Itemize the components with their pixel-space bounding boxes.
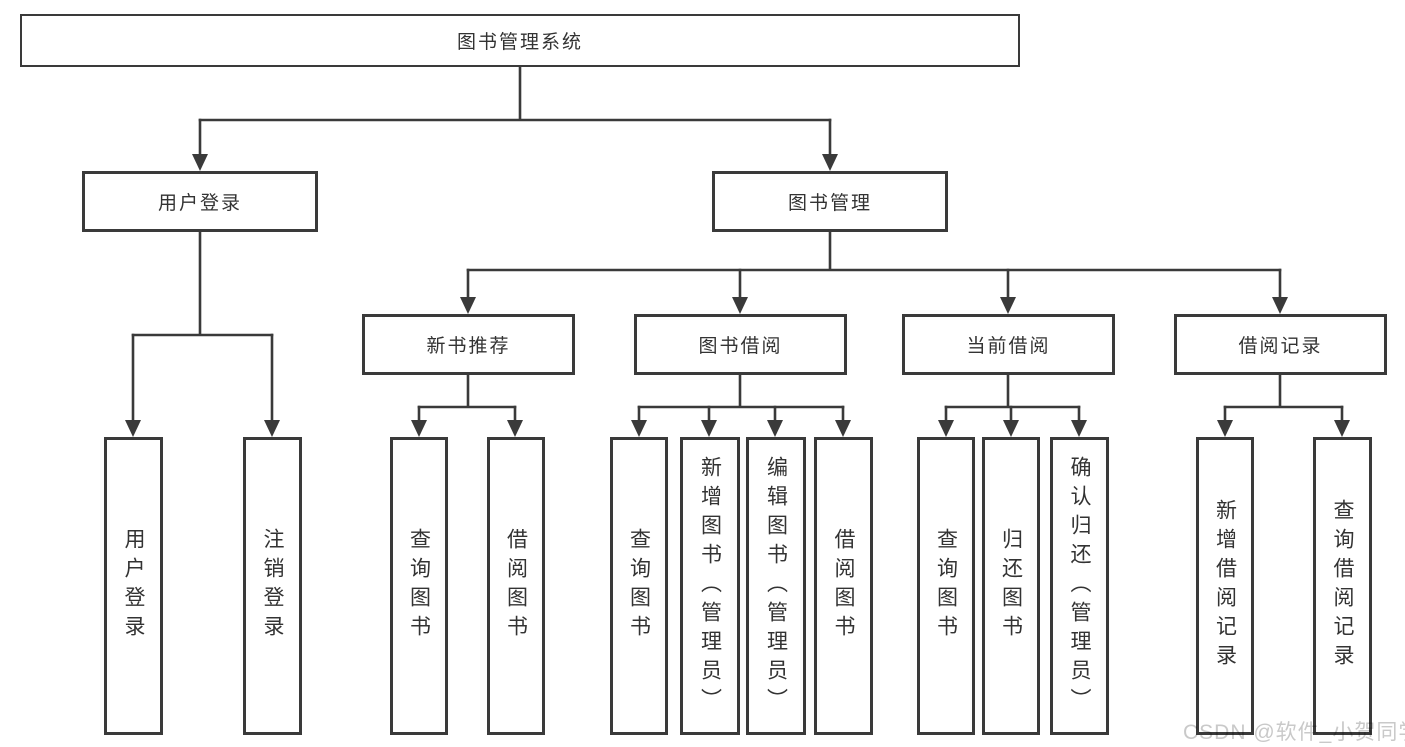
arrow-down-icon: [1334, 420, 1350, 437]
node-root: 图书管理系统: [20, 14, 1020, 67]
leaf-return-books: 归还图书: [982, 437, 1040, 735]
arrow-down-icon: [938, 420, 954, 437]
leaf-edit-books-admin: 编辑图书（管理员）: [746, 437, 806, 735]
node-new-book-recommend-label: 新书推荐: [426, 336, 511, 357]
node-book-management: 图书管理: [712, 171, 948, 232]
node-current-borrow: 当前借阅: [902, 314, 1115, 375]
leaf-query-books-borrow: 查询图书: [610, 437, 668, 735]
watermark: CSDN @软件_小贺同学: [1183, 721, 1405, 744]
arrow-down-icon: [460, 297, 476, 314]
node-book-borrow: 图书借阅: [634, 314, 847, 375]
leaf-add-books-admin: 新增图书（管理员）: [680, 437, 740, 735]
arrow-down-icon: [701, 420, 717, 437]
arrow-down-icon: [264, 420, 280, 437]
arrow-down-icon: [411, 420, 427, 437]
arrow-down-icon: [507, 420, 523, 437]
arrow-down-icon: [125, 420, 141, 437]
node-borrow-records: 借阅记录: [1174, 314, 1387, 375]
leaf-query-books-current: 查询图书: [917, 437, 975, 735]
arrow-down-icon: [1000, 297, 1016, 314]
leaf-label: 查询图书: [934, 528, 958, 644]
leaf-add-borrow-record: 新增借阅记录: [1196, 437, 1254, 735]
arrow-down-icon: [822, 154, 838, 171]
arrow-down-icon: [732, 297, 748, 314]
leaf-logout: 注销登录: [243, 437, 302, 735]
arrowheads: [125, 154, 1350, 437]
leaf-label: 用户登录: [122, 528, 145, 644]
arrow-down-icon: [767, 420, 783, 437]
leaf-label: 归还图书: [999, 528, 1023, 644]
leaf-label: 查询借阅记录: [1331, 499, 1354, 673]
node-book-borrow-label: 图书借阅: [698, 336, 783, 357]
leaf-label: 借阅图书: [504, 528, 528, 644]
arrow-down-icon: [1217, 420, 1233, 437]
node-current-borrow-label: 当前借阅: [966, 336, 1051, 357]
arrow-down-icon: [835, 420, 851, 437]
leaf-label: 新增借阅记录: [1213, 499, 1237, 673]
leaf-label: 新增图书（管理员）: [698, 455, 722, 717]
arrow-down-icon: [192, 154, 208, 171]
leaf-label: 查询图书: [407, 528, 431, 644]
arrow-down-icon: [1272, 297, 1288, 314]
leaf-label: 确认归还（管理员）: [1068, 455, 1091, 717]
leaf-label: 查询图书: [627, 528, 651, 644]
leaf-borrow-books-recommend: 借阅图书: [487, 437, 545, 735]
node-root-label: 图书管理系统: [456, 32, 583, 53]
leaf-user-login: 用户登录: [104, 437, 163, 735]
arrow-down-icon: [1071, 420, 1087, 437]
node-book-management-label: 图书管理: [787, 193, 872, 214]
leaf-label: 编辑图书（管理员）: [764, 455, 788, 717]
node-new-book-recommend: 新书推荐: [362, 314, 575, 375]
leaf-query-borrow-record: 查询借阅记录: [1313, 437, 1372, 735]
leaf-borrow-books: 借阅图书: [814, 437, 873, 735]
leaf-confirm-return-admin: 确认归还（管理员）: [1050, 437, 1109, 735]
arrow-down-icon: [631, 420, 647, 437]
node-borrow-records-label: 借阅记录: [1238, 336, 1323, 357]
node-user-login-label: 用户登录: [157, 193, 242, 214]
arrow-down-icon: [1003, 420, 1019, 437]
edge-trunks: [131, 65, 1344, 424]
leaf-label: 注销登录: [261, 528, 284, 644]
node-user-login: 用户登录: [82, 171, 318, 232]
leaf-label: 借阅图书: [832, 528, 855, 644]
leaf-query-books-recommend: 查询图书: [390, 437, 448, 735]
